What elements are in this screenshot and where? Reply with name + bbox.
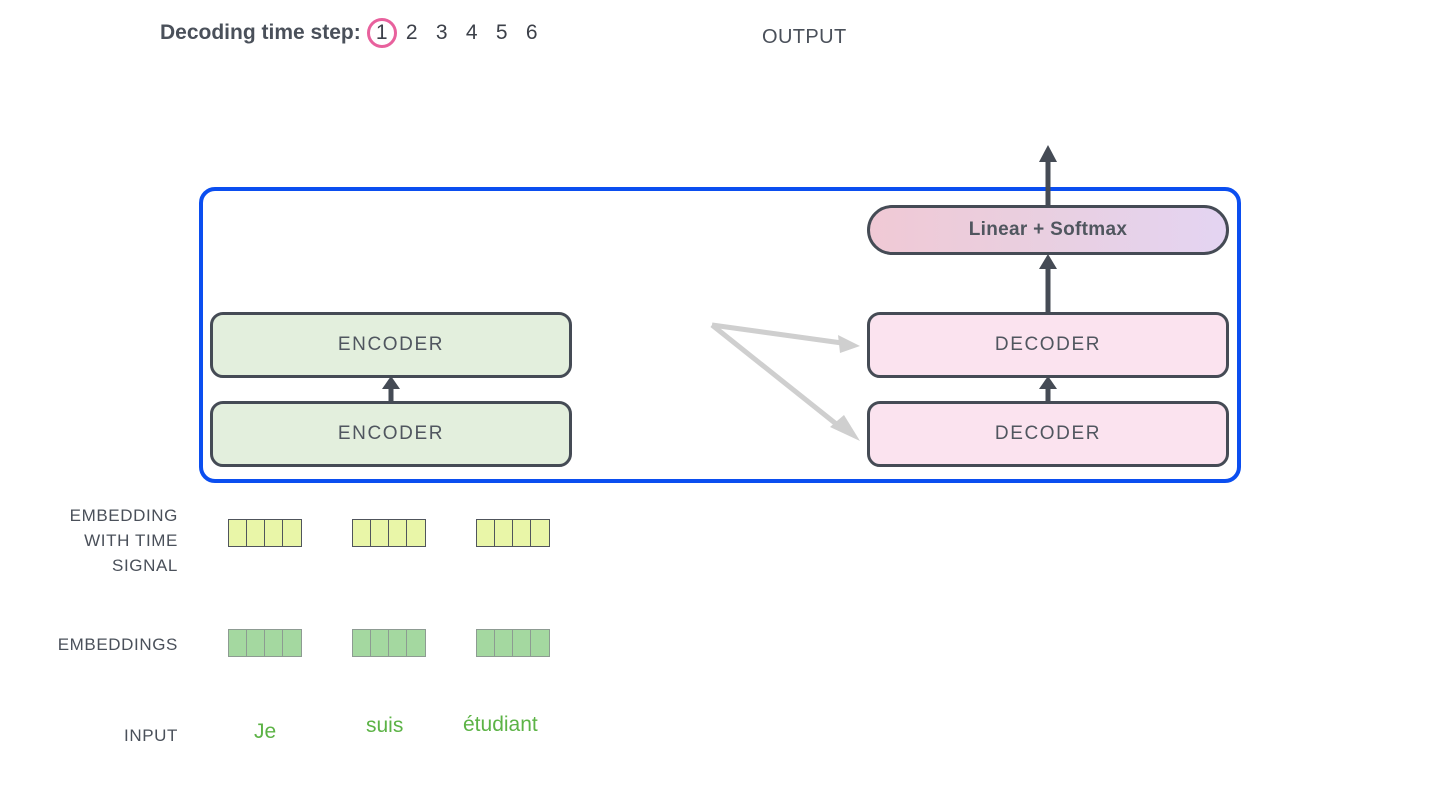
vector-cell [388,519,408,547]
time-step-4[interactable]: 4 [465,21,478,44]
row-label-embeddings: EMBEDDINGS [57,635,178,654]
vector-cell [228,629,248,657]
vector-cell [246,519,266,547]
linear-softmax-label: Linear + Softmax [968,219,1128,240]
row-label-embedding-with-time-signal: EMBEDDING WITH TIME SIGNAL [0,503,178,578]
transformer-model-container [199,187,1241,483]
vector-cell [530,629,550,657]
vector-cell [246,629,266,657]
vector-cell [476,519,496,547]
time-step-1[interactable]: 1 [366,18,397,48]
vector-cell [406,629,426,657]
encoder-box-bottom[interactable]: ENCODER [210,401,572,467]
vector-cell [352,629,372,657]
input-token-suis: suis [366,714,404,737]
encoder-box-top[interactable]: ENCODER [210,312,572,378]
vector-cell [406,519,426,547]
vector-cell [370,629,390,657]
row-label-line-2: WITH TIME [84,531,178,550]
vector-cell [494,519,514,547]
embedding-vector-3 [476,629,550,657]
vector-cell [512,519,532,547]
time-step-5[interactable]: 5 [495,21,508,44]
vector-cell [530,519,550,547]
output-label: OUTPUT [762,26,847,48]
vector-cell [512,629,532,657]
decoder-top-label: DECODER [994,334,1102,355]
encoder-top-label: ENCODER [337,334,445,355]
linear-softmax-box[interactable]: Linear + Softmax [867,205,1229,255]
vector-cell [282,629,302,657]
vector-cell [282,519,302,547]
arrow-up-icon-encoder-to-encoder [378,376,404,404]
encoder-to-decoder-connectors [700,310,875,445]
decoder-box-top[interactable]: DECODER [867,312,1229,378]
decoder-box-bottom[interactable]: DECODER [867,401,1229,467]
row-label-input: INPUT [124,726,178,745]
arrow-up-icon-model-output [1035,145,1061,205]
time-step-3[interactable]: 3 [435,21,448,44]
input-token-etudiant: étudiant [463,713,538,736]
row-label-line-1: EMBEDDING [69,506,178,525]
encoder-bottom-label: ENCODER [337,423,445,444]
arrow-up-icon-decoder-to-linear-softmax [1035,254,1061,314]
vector-cell [476,629,496,657]
input-token-je: Je [254,720,277,743]
vector-cell [264,519,284,547]
vector-cell [352,519,372,547]
vector-cell [370,519,390,547]
time-signal-vector-3 [476,519,550,547]
decoding-time-step-row: Decoding time step: 1 2 3 4 5 6 [160,18,547,48]
decoding-time-step-label: Decoding time step: [160,21,361,44]
time-step-2[interactable]: 2 [405,21,418,44]
vector-cell [494,629,514,657]
time-signal-vector-1 [228,519,302,547]
vector-cell [264,629,284,657]
embedding-vector-2 [352,629,426,657]
arrow-up-icon-decoder-to-decoder [1035,376,1061,404]
embedding-vector-1 [228,629,302,657]
row-label-line-3: SIGNAL [112,556,178,575]
decoder-bottom-label: DECODER [994,423,1102,444]
vector-cell [388,629,408,657]
time-signal-vector-2 [352,519,426,547]
time-step-6[interactable]: 6 [525,21,538,44]
vector-cell [228,519,248,547]
